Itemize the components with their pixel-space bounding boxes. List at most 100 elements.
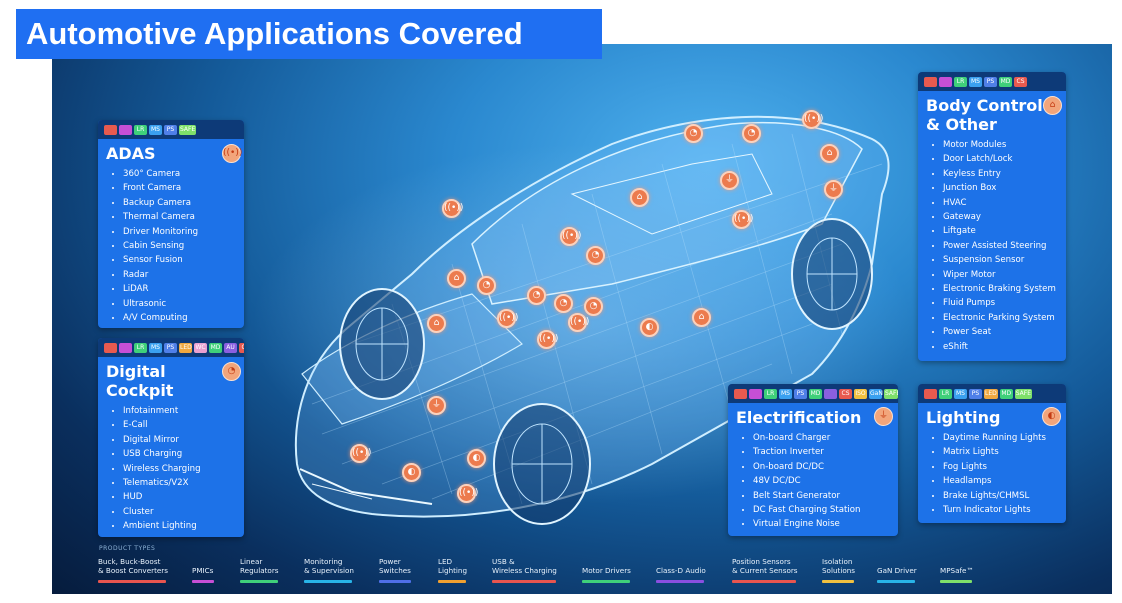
legend-color-bar — [98, 580, 166, 583]
radar-waves-icon[interactable]: ((•)) — [732, 210, 753, 229]
headlamp-icon[interactable]: ◐ — [467, 449, 486, 468]
product-chip: LR — [939, 388, 952, 399]
adas-list: 360° CameraFront CameraBackup CameraTher… — [98, 167, 244, 325]
body-title-line2: & Other — [926, 115, 997, 134]
product-chip: LR — [134, 124, 147, 135]
gauge-icon[interactable]: ◔ — [554, 294, 573, 313]
list-item: Electronic Braking System — [943, 282, 1066, 296]
list-item: Junction Box — [943, 181, 1066, 195]
headlamp-icon[interactable]: ◐ — [640, 318, 659, 337]
list-item: Infotainment — [123, 404, 244, 418]
radar-waves-icon[interactable]: ((•)) — [802, 110, 823, 129]
list-item: Traction Inverter — [753, 445, 898, 459]
list-item: Daytime Running Lights — [943, 431, 1066, 445]
legend-color-bar — [240, 580, 278, 583]
plug-icon[interactable]: ⏚ — [824, 180, 843, 199]
product-chip: MD — [999, 76, 1012, 87]
list-item: Brake Lights/CHMSL — [943, 489, 1066, 503]
list-item: 360° Camera — [123, 167, 244, 181]
product-chip: AU — [224, 342, 237, 353]
legend-item: Motor Drivers — [582, 558, 631, 583]
product-chip — [824, 388, 837, 399]
legend-color-bar — [877, 580, 915, 583]
car-front-icon[interactable]: ⌂ — [427, 314, 446, 333]
legend-item: Power Switches — [379, 557, 411, 583]
cockpit-title-line1: Digital — [106, 362, 166, 381]
product-chip: LR — [764, 388, 777, 399]
legend-color-bar — [379, 580, 411, 583]
legend-label: Linear Regulators — [240, 557, 279, 575]
legend-item: Class-D Audio — [656, 558, 706, 583]
plug-icon[interactable]: ⏚ — [720, 171, 739, 190]
gauge-icon[interactable]: ◔ — [586, 246, 605, 265]
list-item: Keyless Entry — [943, 167, 1066, 181]
body-list: Motor ModulesDoor Latch/LockKeyless Entr… — [918, 138, 1066, 354]
electrification-list: On-board ChargerTraction InverterOn-boar… — [728, 431, 898, 532]
list-item: Power Assisted Steering — [943, 239, 1066, 253]
list-item: LiDAR — [123, 282, 244, 296]
headlamp-icon: ◐ — [1042, 407, 1061, 426]
legend-color-bar — [192, 580, 214, 583]
list-item: On-board Charger — [753, 431, 898, 445]
cockpit-list: InfotainmentE-CallDigital MirrorUSB Char… — [98, 404, 244, 534]
radar-waves-icon[interactable]: ((•)) — [537, 330, 558, 349]
list-item: Liftgate — [943, 224, 1066, 238]
page-title: Automotive Applications Covered — [16, 9, 602, 59]
car-front-icon[interactable]: ⌂ — [447, 269, 466, 288]
product-chip: SAFE — [179, 124, 197, 135]
list-item: HVAC — [943, 196, 1066, 210]
gauge-icon[interactable]: ◔ — [477, 276, 496, 295]
legend-color-bar — [582, 580, 630, 583]
cockpit-product-chips: LRMSPSLEDWCMDAUCS — [98, 338, 244, 357]
product-chip: MD — [209, 342, 222, 353]
product-chip: PS — [794, 388, 807, 399]
product-chip: GaN — [869, 388, 883, 399]
gauge-icon[interactable]: ◔ — [527, 286, 546, 305]
list-item: Gateway — [943, 210, 1066, 224]
product-chip — [104, 342, 117, 353]
product-chip: CS — [839, 388, 852, 399]
product-chip: LED — [984, 388, 998, 399]
list-item: Headlamps — [943, 474, 1066, 488]
list-item: Wireless Charging — [123, 462, 244, 476]
list-item: Telematics/V2X — [123, 476, 244, 490]
plug-icon[interactable]: ⏚ — [427, 396, 446, 415]
gauge-icon[interactable]: ◔ — [742, 124, 761, 143]
product-chip — [924, 388, 937, 399]
radar-waves-icon[interactable]: ((•)) — [442, 199, 463, 218]
gauge-icon[interactable]: ◔ — [684, 124, 703, 143]
car-front-icon: ⌂ — [1043, 96, 1062, 115]
product-chip: SAFE — [884, 388, 898, 399]
car-front-icon[interactable]: ⌂ — [630, 188, 649, 207]
radar-waves-icon[interactable]: ((•)) — [350, 444, 371, 463]
car-front-icon[interactable]: ⌂ — [820, 144, 839, 163]
headlamp-icon[interactable]: ◐ — [402, 463, 421, 482]
product-chip: PS — [164, 124, 177, 135]
product-chip — [119, 342, 132, 353]
radar-waves-icon[interactable]: ((•)) — [497, 309, 518, 328]
product-chip: MS — [779, 388, 792, 399]
list-item: E-Call — [123, 418, 244, 432]
legend-label: Isolation Solutions — [822, 557, 856, 575]
legend-label: PMICs — [192, 565, 214, 575]
gauge-icon[interactable]: ◔ — [584, 297, 603, 316]
product-chip: MS — [149, 342, 162, 353]
product-chip — [104, 124, 117, 135]
list-item: Wiper Motor — [943, 268, 1066, 282]
list-item: Matrix Lights — [943, 445, 1066, 459]
list-item: Sensor Fusion — [123, 253, 244, 267]
body-title: Body Control& Other — [918, 91, 1066, 134]
car-front-icon[interactable]: ⌂ — [692, 308, 711, 327]
radar-waves-icon[interactable]: ((•)) — [568, 313, 589, 332]
radar-waves-icon[interactable]: ((•)) — [457, 484, 478, 503]
radar-waves-icon: ((•)) — [222, 144, 242, 163]
list-item: Thermal Camera — [123, 210, 244, 224]
radar-waves-icon[interactable]: ((•)) — [560, 227, 581, 246]
list-item: Door Latch/Lock — [943, 152, 1066, 166]
legend-item: Linear Regulators — [240, 557, 279, 583]
